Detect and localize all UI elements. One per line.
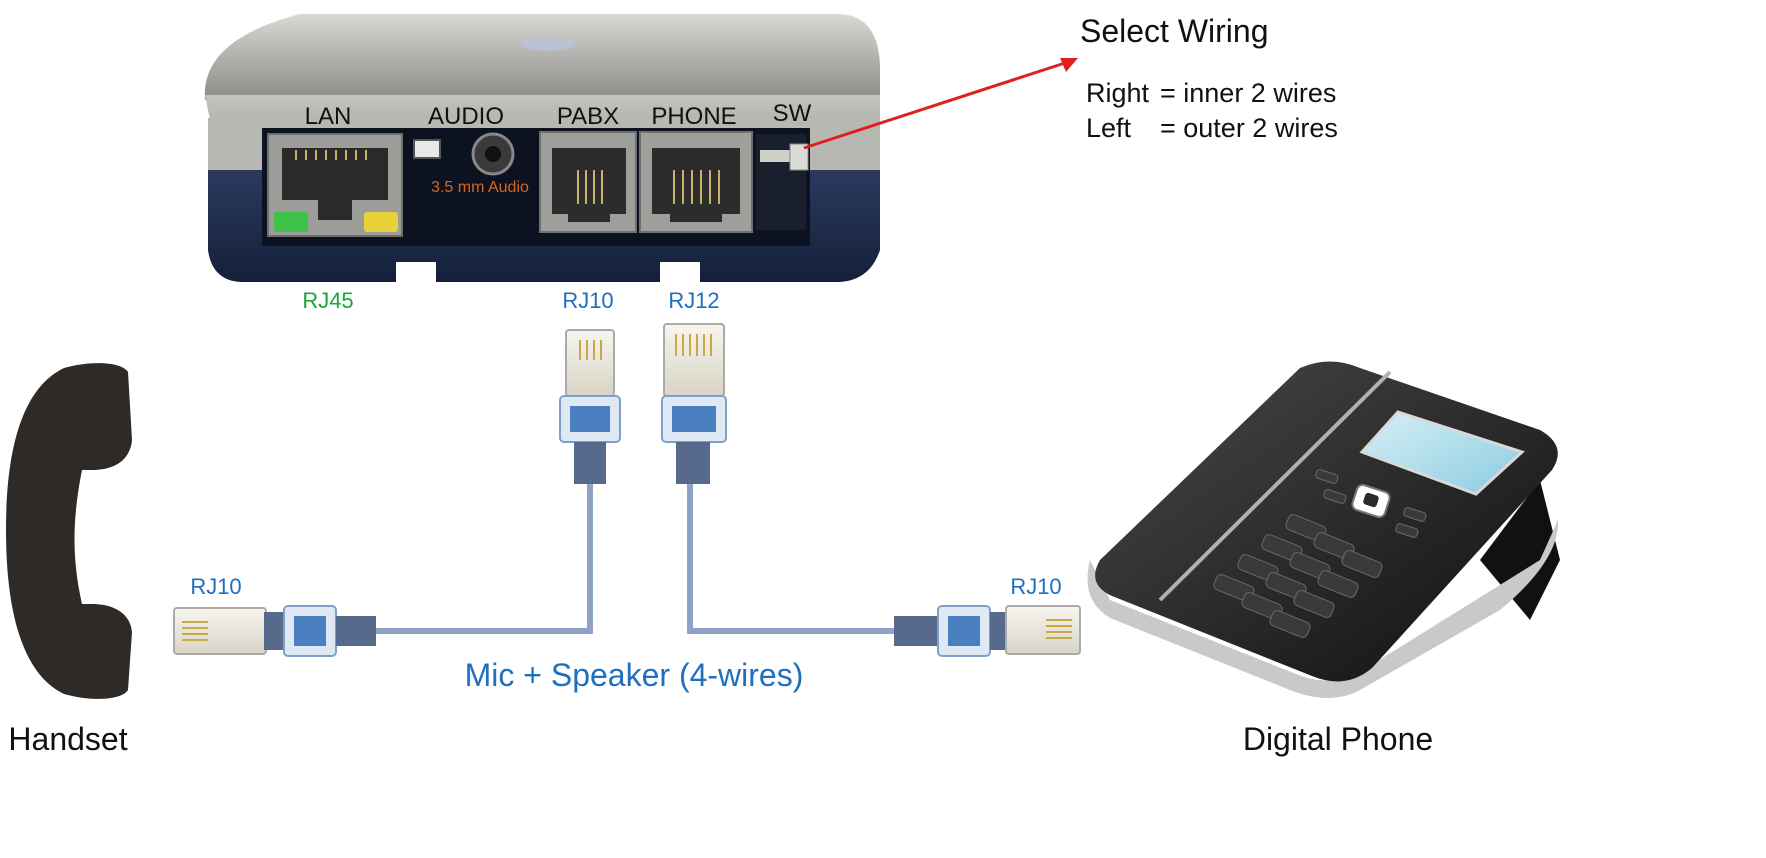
rj45-label: RJ45 xyxy=(302,288,353,313)
handset-cable-plug xyxy=(173,605,376,657)
handset-icon xyxy=(6,363,132,699)
phone-plug-label: RJ12 xyxy=(668,288,719,313)
handset-label: Handset xyxy=(8,721,127,757)
digital-phone-plug-label: RJ10 xyxy=(1010,574,1061,599)
select-wiring-title: Select Wiring xyxy=(1080,13,1269,49)
pabx-port xyxy=(539,131,637,233)
select-wiring-arrow xyxy=(803,58,1078,150)
digital-phone-cable-plug xyxy=(894,605,1081,657)
cable-description: Mic + Speaker (4-wires) xyxy=(465,657,804,693)
digital-phone-label: Digital Phone xyxy=(1243,721,1433,757)
pabx-cable-plug xyxy=(559,329,621,484)
lan-port-label: LAN xyxy=(305,103,352,130)
cable xyxy=(376,484,894,634)
lan-port xyxy=(267,133,403,237)
sw-port-label: SW xyxy=(773,100,812,127)
wiring-right-label: Right xyxy=(1086,78,1150,108)
digital-phone-icon xyxy=(1087,361,1560,698)
pabx-plug-label: RJ10 xyxy=(562,288,613,313)
handset-plug-label: RJ10 xyxy=(190,574,241,599)
phone-port xyxy=(639,131,753,233)
audio-jack-note: 3.5 mm Audio xyxy=(431,179,529,196)
phone-port-label: PHONE xyxy=(651,103,736,130)
lan-yellow-led xyxy=(364,212,398,232)
phone-cable-plug xyxy=(661,323,727,484)
lan-green-led xyxy=(274,212,308,232)
wiring-right-value: = inner 2 wires xyxy=(1160,78,1336,108)
wiring-left-value: = outer 2 wires xyxy=(1160,113,1338,143)
device-box xyxy=(204,14,880,282)
pabx-port-label: PABX xyxy=(557,103,619,130)
sw-switch xyxy=(756,134,809,230)
audio-port xyxy=(413,132,515,176)
wiring-left-label: Left xyxy=(1086,113,1132,143)
audio-port-label: AUDIO xyxy=(428,103,504,130)
